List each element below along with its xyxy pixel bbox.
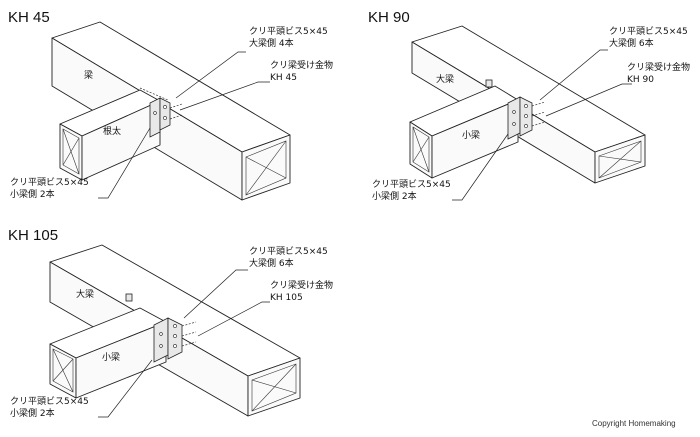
joist-screw-text-kh90-line1: クリ平頭ビス5×45: [372, 179, 451, 190]
joist-label-kh105: 小梁: [102, 351, 120, 363]
hardware-text-kh105-line2: KH 105: [270, 293, 303, 303]
diagram-kh105: KH 105 大梁 小梁: [8, 227, 333, 419]
main-beam-label-kh45: 梁: [84, 69, 93, 81]
main-beam-label-kh90: 大梁: [436, 73, 454, 85]
joist-screw-text-kh45-line2: 小梁側 2本: [10, 188, 55, 200]
joist-screw-text-kh90-line2: 小梁側 2本: [372, 190, 417, 202]
hardware-text-kh105-line1: クリ梁受け金物: [270, 279, 333, 291]
model-title-kh90: KH 90: [368, 9, 410, 26]
main-screw-text-kh45-line2: 大梁側 4本: [249, 37, 294, 49]
main-screw-text-kh105-line2: 大梁側 6本: [249, 257, 294, 269]
joist-kh105: [49, 307, 167, 399]
main-screw-text-kh105-line1: クリ平頭ビス5×45: [249, 246, 328, 257]
hardware-text-kh45-line1: クリ梁受け金物: [270, 59, 333, 71]
joist-kh90: [409, 85, 519, 179]
copyright-text: Copyright Homemaking: [592, 419, 676, 428]
joist-screw-text-kh105-line1: クリ平頭ビス5×45: [10, 396, 89, 407]
hardware-text-kh90-line1: クリ梁受け金物: [627, 61, 690, 73]
hardware-kh45: [139, 87, 183, 138]
diagram-kh45: KH 45 梁 根太: [8, 9, 333, 201]
model-title-kh105: KH 105: [8, 227, 58, 244]
hardware-kh90: [485, 79, 546, 140]
main-screw-text-kh45-line1: クリ平頭ビス5×45: [249, 26, 328, 37]
hardware-kh105: [125, 293, 197, 363]
joist-label-kh45: 根太: [103, 125, 121, 137]
joist-label-kh90: 小梁: [462, 129, 480, 141]
hardware-text-kh90-line2: KH 90: [627, 75, 654, 85]
hardware-text-kh45-line2: KH 45: [270, 73, 297, 83]
main-beam-label-kh105: 大梁: [76, 288, 94, 300]
joist-screw-text-kh105-line2: 小梁側 2本: [10, 407, 55, 419]
model-title-kh45: KH 45: [8, 9, 50, 26]
joist-screw-text-kh45-line1: クリ平頭ビス5×45: [10, 177, 89, 188]
main-screw-text-kh90-line2: 大梁側 6本: [609, 37, 654, 49]
main-screw-text-kh90-line1: クリ平頭ビス5×45: [609, 26, 688, 37]
diagram-kh90: KH 90 大梁 小梁: [368, 9, 690, 202]
